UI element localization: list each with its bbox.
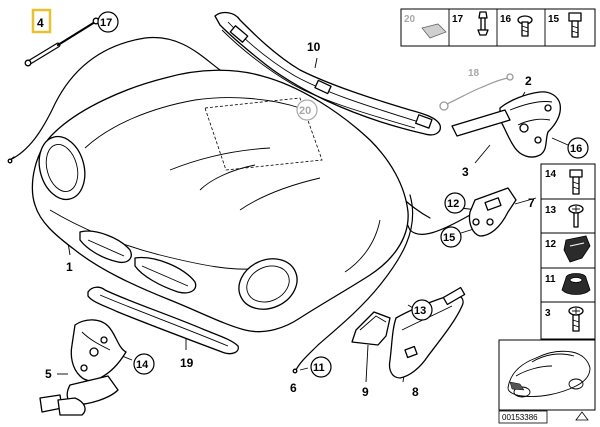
page-corner-icon xyxy=(575,411,589,421)
top-legend-label-16: 16 xyxy=(500,14,512,25)
clip-part xyxy=(472,218,480,226)
callout-16[interactable]: 16 xyxy=(567,137,589,159)
callout-7[interactable]: 7 xyxy=(528,196,535,210)
side-legend-grid: 14 13 12 11 3 xyxy=(540,163,596,340)
vehicle-thumbnail: 00153386 xyxy=(498,339,596,424)
callout-9[interactable]: 9 xyxy=(362,385,369,399)
callout-14[interactable]: 14 xyxy=(133,353,155,375)
grommet-icon xyxy=(561,273,591,295)
hood-hinge xyxy=(451,91,561,158)
callout-18[interactable]: 18 xyxy=(468,68,480,79)
callout-3[interactable]: 3 xyxy=(462,165,469,179)
diagram-id: 00153386 xyxy=(502,413,538,422)
callout-1[interactable]: 1 xyxy=(66,260,73,274)
callout-label-14: 14 xyxy=(136,359,149,371)
top-legend-label-20: 20 xyxy=(404,14,416,25)
callout-label-20: 20 xyxy=(299,105,311,117)
side-legend-label-13: 13 xyxy=(545,205,557,216)
latch-plate xyxy=(468,187,517,237)
spring-clip-icon xyxy=(563,235,591,263)
top-legend-grid: 20 17 16 15 xyxy=(400,8,596,47)
callout-label-15: 15 xyxy=(443,232,455,244)
hex-bolt-icon xyxy=(568,12,582,38)
callout-11[interactable]: 11 xyxy=(310,356,332,378)
flange-screw-icon xyxy=(517,15,533,37)
callout-label-16: 16 xyxy=(570,143,582,155)
hex-bolt-long-icon xyxy=(569,169,583,195)
pad-icon xyxy=(421,23,447,39)
callout-8[interactable]: 8 xyxy=(412,385,419,399)
callout-label-6: 6 xyxy=(290,381,297,395)
callout-label-11: 11 xyxy=(313,362,325,374)
callout-label-12: 12 xyxy=(447,198,459,210)
seal-strip xyxy=(214,11,441,136)
front-seal-strip xyxy=(87,286,239,355)
callout-label-17: 17 xyxy=(100,17,112,29)
gas-strut xyxy=(24,17,100,67)
callout-5[interactable]: 5 xyxy=(45,367,52,381)
push-clip-icon xyxy=(477,11,489,36)
callout-19[interactable]: 19 xyxy=(180,356,194,370)
side-legend-label-14: 14 xyxy=(545,169,557,180)
top-legend-label-15: 15 xyxy=(548,14,560,25)
phillips-screw-icon xyxy=(568,204,584,228)
callout-label-13: 13 xyxy=(414,305,426,317)
callout-20[interactable]: 20 xyxy=(296,99,318,121)
callout-4[interactable]: 4 xyxy=(31,8,52,34)
collar-screw-icon xyxy=(568,306,584,332)
side-legend-label-12: 12 xyxy=(545,239,557,250)
callout-6[interactable]: 6 xyxy=(290,381,297,395)
callout-2[interactable]: 2 xyxy=(525,74,532,88)
callout-12[interactable]: 12 xyxy=(444,192,466,214)
hood-latch xyxy=(39,319,127,416)
side-legend-label-3: 3 xyxy=(545,308,551,319)
side-legend-label-11: 11 xyxy=(545,274,556,285)
top-legend-label-17: 17 xyxy=(452,14,464,25)
callout-17[interactable]: 17 xyxy=(97,11,119,33)
ground-strap xyxy=(439,73,514,111)
bracket-9 xyxy=(351,311,391,346)
callout-15[interactable]: 15 xyxy=(440,226,462,248)
callout-label-4: 4 xyxy=(37,16,44,30)
callout-13[interactable]: 13 xyxy=(411,299,433,321)
callout-label-18: 18 xyxy=(468,68,480,79)
callout-10[interactable]: 10 xyxy=(307,40,321,54)
hood-panel xyxy=(31,69,409,333)
